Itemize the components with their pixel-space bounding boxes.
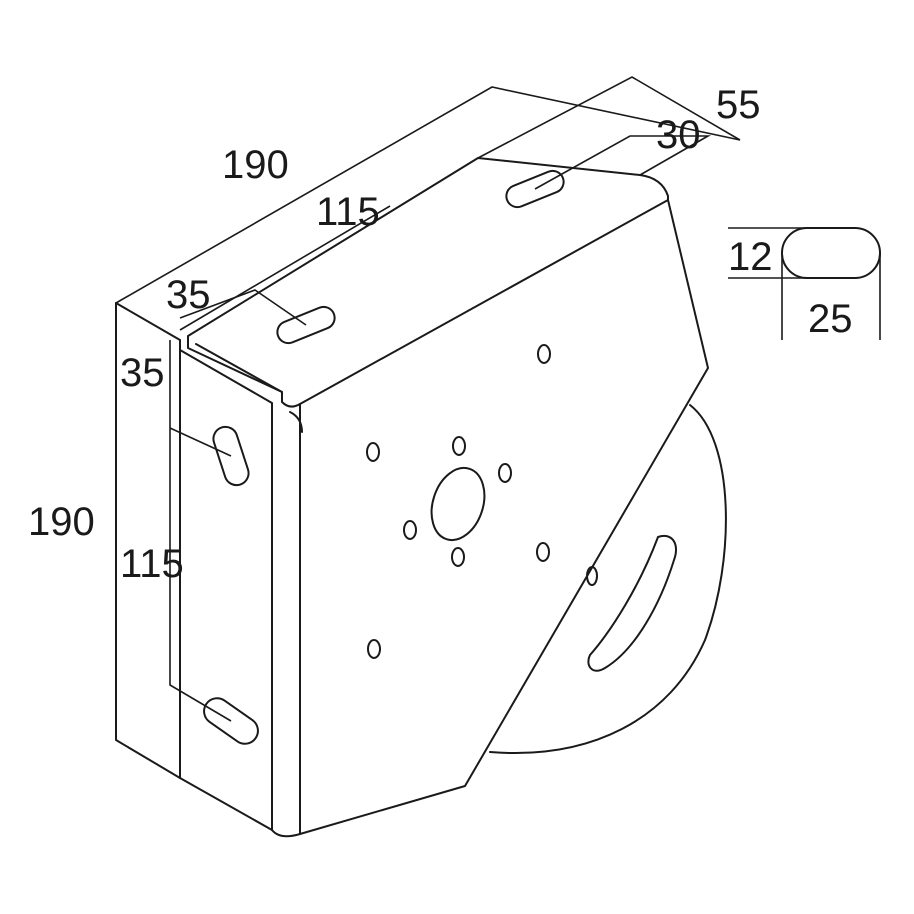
front-plate-bend-shade — [289, 411, 303, 433]
side-face-outline — [179, 349, 273, 831]
label-slot-12: 12 — [728, 235, 773, 279]
dim-line-30 — [534, 135, 712, 190]
label-55: 55 — [716, 83, 761, 127]
label-side-115: 115 — [120, 542, 184, 586]
rear-disc-hole — [586, 566, 598, 586]
bolt-hole — [451, 547, 465, 567]
dim-line-top-35 — [179, 289, 307, 326]
slot-detail — [781, 227, 881, 279]
label-30: 30 — [656, 113, 701, 157]
mount-hole — [537, 344, 551, 364]
dim-line-top-115 — [179, 205, 391, 331]
slot-detail-dim-25 — [781, 252, 881, 340]
label-side-190: 190 — [28, 500, 95, 544]
dim-line-side-115 — [169, 340, 232, 722]
mount-hole — [367, 639, 381, 659]
curved-slot — [587, 534, 677, 672]
label-slot-25: 25 — [808, 297, 853, 341]
label-side-35: 35 — [120, 351, 165, 395]
top-plate-outline — [187, 157, 669, 408]
dim-line-55 — [477, 76, 741, 159]
bolt-hole — [403, 520, 417, 540]
front-plate-outline — [271, 199, 709, 838]
top-plate-inner-edge — [195, 343, 283, 393]
slot-detail-dim-12 — [728, 227, 806, 279]
side-flange-top-edge — [115, 302, 181, 341]
bolt-hole — [452, 436, 466, 456]
mount-hole — [366, 442, 380, 462]
dim-line-side-35 — [169, 427, 232, 457]
mount-hole — [536, 542, 550, 562]
label-top-115: 115 — [316, 190, 380, 234]
label-top-35: 35 — [166, 273, 211, 317]
center-hole — [430, 466, 486, 542]
dim-line-top-190 — [115, 86, 741, 304]
rear-disc-outline — [489, 404, 727, 754]
bolt-hole — [498, 463, 512, 483]
label-top-190: 190 — [222, 143, 289, 187]
